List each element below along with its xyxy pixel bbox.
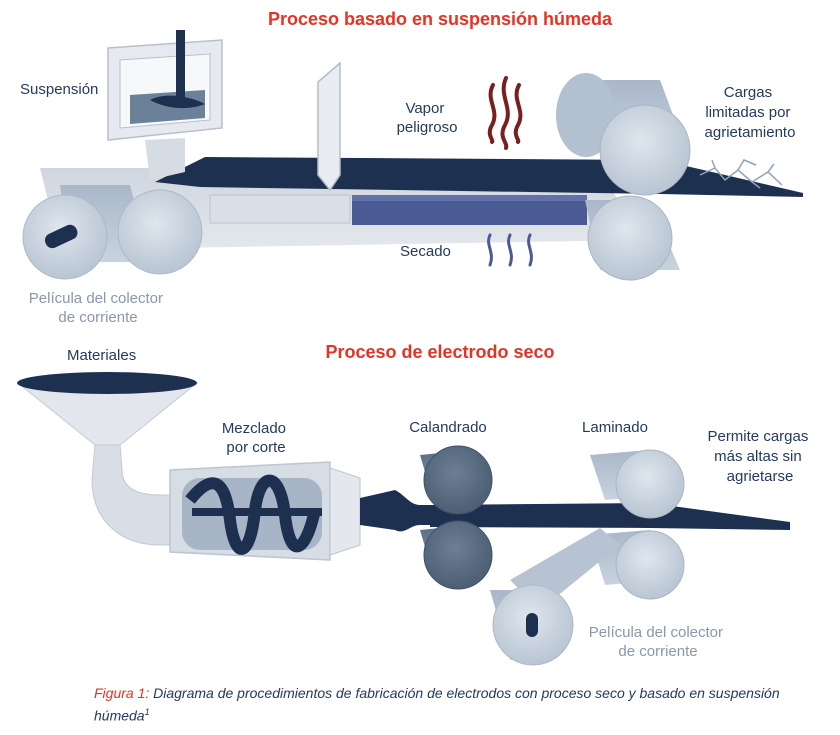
caption-text: Diagrama de procedimientos de fabricació… [94, 685, 780, 724]
cracking-label: Cargas limitadas por agrietamiento [705, 84, 796, 141]
wet-calender-rollers [556, 73, 691, 281]
shear-mixer [169, 461, 361, 561]
dry-foil-unwind-roll [490, 584, 574, 666]
materials-funnel [16, 372, 199, 546]
lamination-label: Laminado [582, 419, 648, 436]
caption-reference: 1 [144, 707, 150, 717]
wet-foil-label: Película del colector de corriente [29, 290, 167, 326]
shear-mixing-label: Mezclado por corte [222, 420, 290, 456]
foil-unwind-roll [22, 185, 150, 280]
doctor-blade [317, 61, 341, 192]
higher-loadings-label: Permite cargas más altas sin agrietarse [707, 428, 812, 485]
materials-label: Materiales [67, 347, 136, 364]
dry-electrode-band [430, 503, 790, 530]
heat-waves-icon [487, 233, 533, 267]
calendering-label: Calandrado [409, 419, 487, 436]
crack-pattern [699, 159, 783, 189]
wet-process-title: Proceso basado en suspensión húmeda [268, 9, 613, 29]
vapor-label: Vapor peligroso [397, 100, 458, 136]
wet-guide-roll [117, 189, 203, 275]
figure-caption: Figura 1: Diagrama de procedimientos de … [94, 684, 814, 726]
dry-process-title: Proceso de electrodo seco [325, 342, 554, 362]
calender-rollers [420, 445, 493, 590]
dry-film-extrudate [360, 490, 430, 532]
figure-number: Figura 1: [94, 685, 150, 701]
slurry-tank [107, 30, 223, 180]
dry-foil-label: Película del colector de corriente [589, 624, 727, 660]
vapor-icon [487, 76, 523, 150]
drying-label: Secado [400, 243, 451, 260]
slurry-label: Suspensión [20, 81, 98, 98]
lamination-rollers [590, 449, 685, 600]
